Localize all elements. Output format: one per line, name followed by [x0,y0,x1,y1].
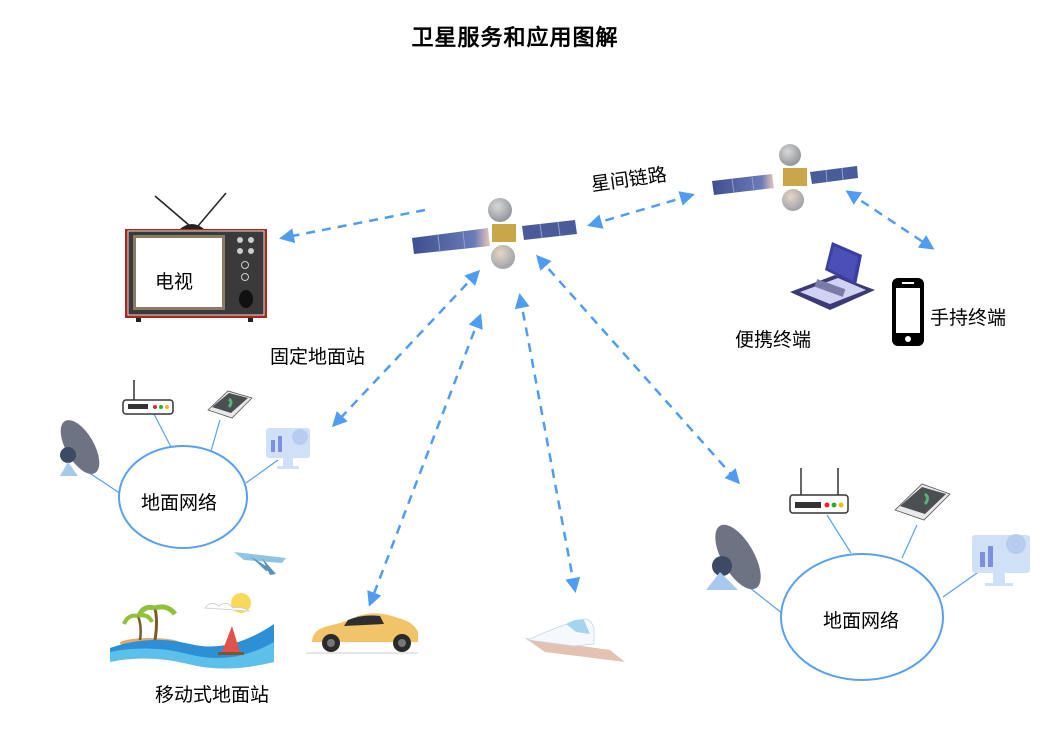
link-satellite-tv [279,208,426,244]
router-icon [789,468,849,514]
diagram-title: 卫星服务和应用图解 [411,26,619,51]
landline-phone-icon [207,390,253,419]
ground-network-left-label: 地面网络 [141,492,218,514]
portable-terminal-label: 便携终端 [735,329,812,351]
fixed-ground-station-label: 固定地面站 [270,346,366,368]
satellite-main-icon [412,198,577,269]
satellite-dish-icon [60,420,100,476]
mobile-ground-station-label: 移动式地面站 [155,684,270,706]
link-inter-satellite [587,191,695,229]
satellite-relay-icon [712,144,858,211]
link-relay-phone [845,190,935,250]
router-icon [122,380,174,415]
car-icon [306,613,418,654]
link-satellite-ground-right [536,254,740,485]
ground-network-left [60,380,310,549]
tv-label: 电视 [155,271,194,293]
satellite-dish-icon [706,524,761,590]
link-satellite-train [514,293,581,593]
ground-network-right-label: 地面网络 [823,610,900,632]
monitor-dashboard-icon [266,428,310,469]
monitor-dashboard-icon [972,534,1030,586]
handheld-terminal-label: 手持终端 [930,307,1007,329]
beach-sailboat-icon [110,593,274,669]
ground-network-right [706,468,1030,681]
smartphone-icon [892,278,924,346]
airplane-icon [234,552,286,575]
laptop-icon [790,242,875,310]
link-satellite-ground-left [331,269,481,428]
tv-icon [125,192,267,322]
link-satellite-car [367,313,483,607]
train-icon [525,618,625,662]
landline-phone-icon [894,483,951,521]
